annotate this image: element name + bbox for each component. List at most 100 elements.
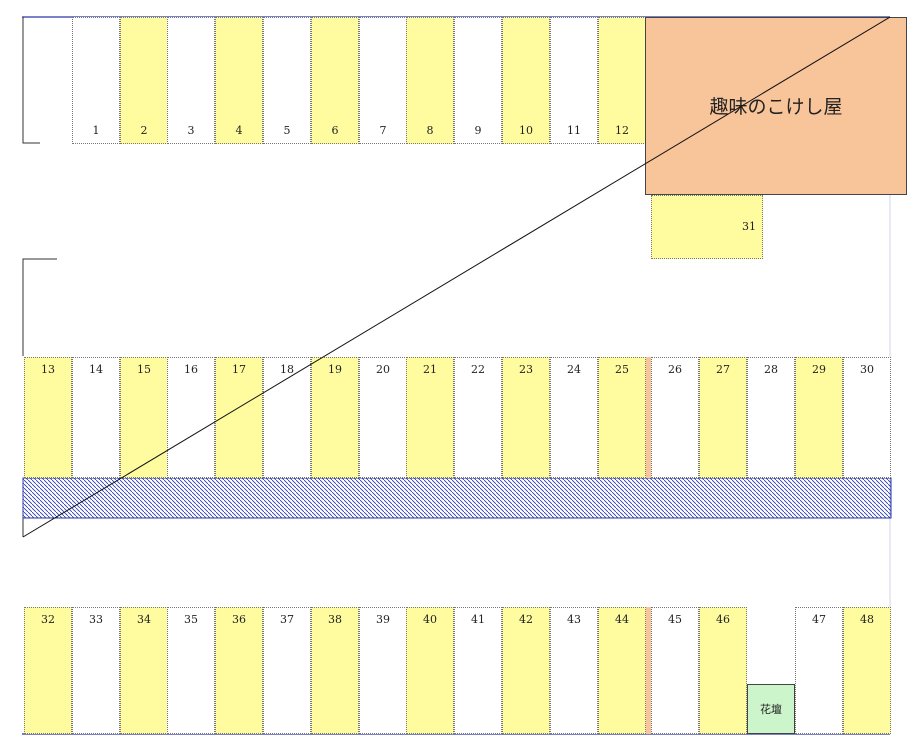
- stall-number: 46: [716, 613, 730, 626]
- stall-number: 40: [423, 613, 437, 626]
- stall-21: 21: [406, 357, 454, 478]
- stall-24: 24: [550, 357, 598, 478]
- stall-number: 12: [615, 124, 629, 137]
- shop-block: 趣味のこけし屋: [645, 17, 907, 195]
- stall-number: 36: [232, 613, 246, 626]
- stall-38: 38: [311, 607, 359, 734]
- stall-27: 27: [699, 357, 747, 478]
- stall-number: 30: [860, 363, 874, 376]
- stall-32: 32: [24, 607, 72, 734]
- stall-number: 13: [41, 363, 55, 376]
- stall-number: 23: [519, 363, 533, 376]
- flower-bed: 花壇: [747, 684, 795, 734]
- stall-number: 1: [92, 124, 100, 137]
- stall-44: 44: [598, 607, 646, 734]
- stall-number: 9: [474, 124, 482, 137]
- stall-number: 2: [140, 124, 148, 137]
- stall-number: 14: [89, 363, 103, 376]
- stall-39: 39: [359, 607, 407, 734]
- stall-30: 30: [843, 357, 891, 478]
- stall-number: 8: [426, 124, 434, 137]
- stall-number: 47: [812, 613, 826, 626]
- wall-bracket-middle: [22, 258, 57, 356]
- stall-number: 24: [567, 363, 581, 376]
- stall-19: 19: [311, 357, 359, 478]
- stall-number: 35: [184, 613, 198, 626]
- stall-number: 11: [567, 124, 581, 137]
- stall-number: 31: [742, 220, 756, 233]
- stall-12: 12: [598, 17, 646, 144]
- stall-18: 18: [263, 357, 311, 478]
- stall-7: 7: [359, 17, 407, 144]
- wall-bracket-top: [22, 17, 40, 144]
- stall-number: 10: [519, 124, 533, 137]
- stall-number: 33: [89, 613, 103, 626]
- stall-48: 48: [843, 607, 891, 734]
- stall-47: 47: [795, 607, 843, 734]
- stall-31: 31: [651, 195, 763, 259]
- stall-8: 8: [406, 17, 454, 144]
- stall-37: 37: [263, 607, 311, 734]
- stall-number: 44: [615, 613, 629, 626]
- stall-number: 21: [423, 363, 437, 376]
- stall-number: 19: [328, 363, 342, 376]
- stall-28: 28: [747, 357, 795, 478]
- stall-14: 14: [72, 357, 120, 478]
- stall-number: 37: [280, 613, 294, 626]
- divider-strip-bottom: [646, 607, 651, 734]
- stall-41: 41: [454, 607, 502, 734]
- stall-11: 11: [550, 17, 598, 144]
- stall-45: 45: [651, 607, 699, 734]
- stall-number: 29: [812, 363, 826, 376]
- stall-26: 26: [651, 357, 699, 478]
- stall-13: 13: [24, 357, 72, 478]
- stall-number: 38: [328, 613, 342, 626]
- stall-46: 46: [699, 607, 747, 734]
- stall-number: 6: [331, 124, 339, 137]
- stall-number: 28: [764, 363, 778, 376]
- stall-number: 16: [184, 363, 198, 376]
- stall-number: 34: [137, 613, 151, 626]
- stall-number: 32: [41, 613, 55, 626]
- stall-42: 42: [502, 607, 550, 734]
- stall-number: 39: [376, 613, 390, 626]
- stall-number: 43: [567, 613, 581, 626]
- stall-number: 26: [668, 363, 682, 376]
- stall-3: 3: [167, 17, 215, 144]
- stall-33: 33: [72, 607, 120, 734]
- stall-2: 2: [120, 17, 168, 144]
- stall-number: 18: [280, 363, 294, 376]
- flower-bed-label: 花壇: [760, 703, 782, 716]
- stall-17: 17: [215, 357, 263, 478]
- stall-4: 4: [215, 17, 263, 144]
- stall-9: 9: [454, 17, 502, 144]
- stall-36: 36: [215, 607, 263, 734]
- stall-number: 22: [471, 363, 485, 376]
- stall-29: 29: [795, 357, 843, 478]
- shop-label: 趣味のこけし屋: [709, 96, 843, 118]
- stall-35: 35: [167, 607, 215, 734]
- stall-number: 25: [615, 363, 629, 376]
- stall-number: 27: [716, 363, 730, 376]
- stall-number: 7: [379, 124, 387, 137]
- stall-6: 6: [311, 17, 359, 144]
- stall-number: 48: [860, 613, 874, 626]
- stall-15: 15: [120, 357, 168, 478]
- stall-number: 20: [376, 363, 390, 376]
- stall-23: 23: [502, 357, 550, 478]
- stall-43: 43: [550, 607, 598, 734]
- stall-number: 3: [187, 124, 195, 137]
- stall-number: 17: [232, 363, 246, 376]
- stall-1: 1: [72, 17, 120, 144]
- stall-20: 20: [359, 357, 407, 478]
- stall-40: 40: [406, 607, 454, 734]
- stall-22: 22: [454, 357, 502, 478]
- stall-number: 42: [519, 613, 533, 626]
- stall-number: 5: [283, 124, 291, 137]
- stall-34: 34: [120, 607, 168, 734]
- stall-number: 41: [471, 613, 485, 626]
- stall-5: 5: [263, 17, 311, 144]
- stall-number: 45: [668, 613, 682, 626]
- hatched-aisle: [22, 477, 892, 519]
